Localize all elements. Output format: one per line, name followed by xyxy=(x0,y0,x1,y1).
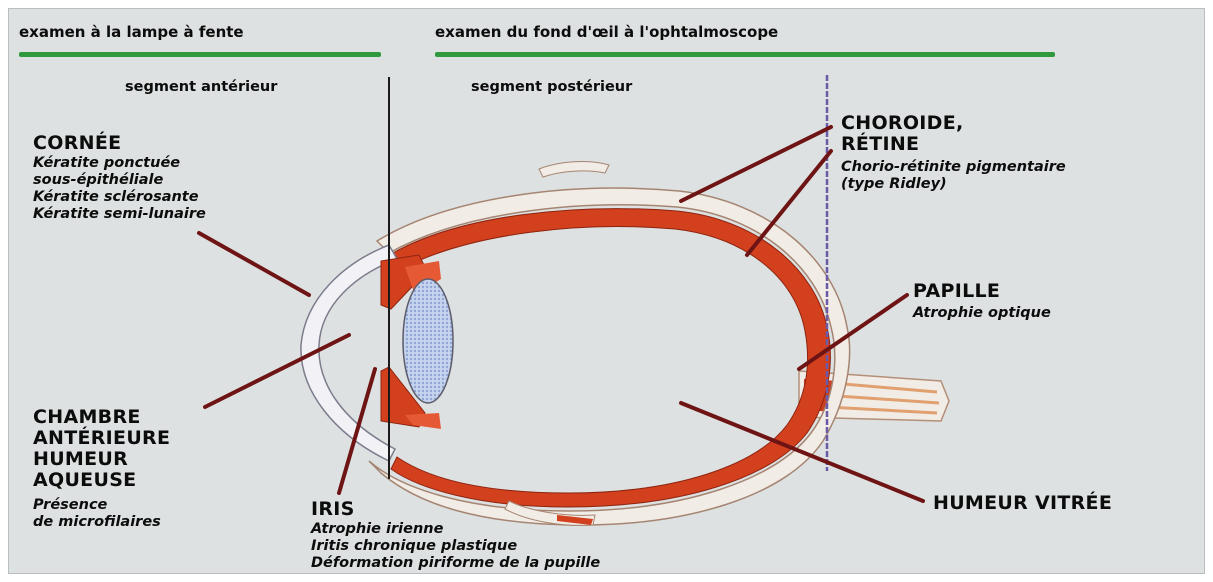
choroid-retina-finding: Chorio-rétinite pigmentaire xyxy=(841,159,1066,176)
iris-finding: Déformation piriforme de la pupille xyxy=(311,555,600,572)
cornea-finding: Kératite ponctuée xyxy=(33,155,206,172)
cornea-title: CORNÉE xyxy=(33,133,121,154)
anterior-chamber-title-line: ANTÉRIEURE xyxy=(33,428,170,449)
iris-finding: Atrophie irienne xyxy=(311,521,600,538)
choroid-retina-finding: (type Ridley) xyxy=(841,176,1066,193)
choroid-retina-title-line: CHOROIDE, xyxy=(841,113,964,134)
header-fundus-underline xyxy=(435,52,1055,57)
iris-findings: Atrophie irienne Iritis chronique plasti… xyxy=(311,521,600,572)
cornea-finding: Kératite sclérosante xyxy=(33,189,206,206)
pointer-cornea xyxy=(199,233,309,295)
anterior-chamber-findings: Présence de microfilaires xyxy=(33,497,161,531)
diagram-panel: examen à la lampe à fente examen du fond… xyxy=(8,8,1205,574)
anterior-chamber-finding: Présence xyxy=(33,497,161,514)
choroid-retina-title-line: RÉTINE xyxy=(841,134,964,155)
choroid-retina xyxy=(391,209,830,507)
segment-anterior-label: segment antérieur xyxy=(125,79,277,95)
anterior-chamber-title: CHAMBRE ANTÉRIEURE HUMEUR AQUEUSE xyxy=(33,407,170,491)
anterior-chamber-finding: de microfilaires xyxy=(33,514,161,531)
anterior-chamber-title-line: HUMEUR xyxy=(33,449,170,470)
anterior-chamber-title-line: CHAMBRE xyxy=(33,407,170,428)
iris-finding: Iritis chronique plastique xyxy=(311,538,600,555)
cornea-finding: sous-épithéliale xyxy=(33,172,206,189)
choroid-retina-findings: Chorio-rétinite pigmentaire (type Ridley… xyxy=(841,159,1066,193)
header-fundus: examen du fond d'œil à l'ophtalmoscope xyxy=(435,23,778,41)
papilla-title: PAPILLE xyxy=(913,281,1000,302)
cornea-findings: Kératite ponctuée sous-épithéliale Kérat… xyxy=(33,155,206,223)
vitreous-title: HUMEUR VITRÉE xyxy=(933,493,1112,514)
cornea-finding: Kératite semi-lunaire xyxy=(33,206,206,223)
iris-title: IRIS xyxy=(311,499,355,520)
header-slit-lamp: examen à la lampe à fente xyxy=(19,23,244,41)
segment-posterior-label: segment postérieur xyxy=(471,79,632,95)
anterior-chamber-title-line: AQUEUSE xyxy=(33,470,170,491)
choroid-retina-title: CHOROIDE, RÉTINE xyxy=(841,113,964,155)
pointer-choroid xyxy=(681,127,831,201)
lens xyxy=(403,279,453,403)
papilla-finding: Atrophie optique xyxy=(913,305,1051,322)
header-slit-lamp-underline xyxy=(19,52,381,57)
